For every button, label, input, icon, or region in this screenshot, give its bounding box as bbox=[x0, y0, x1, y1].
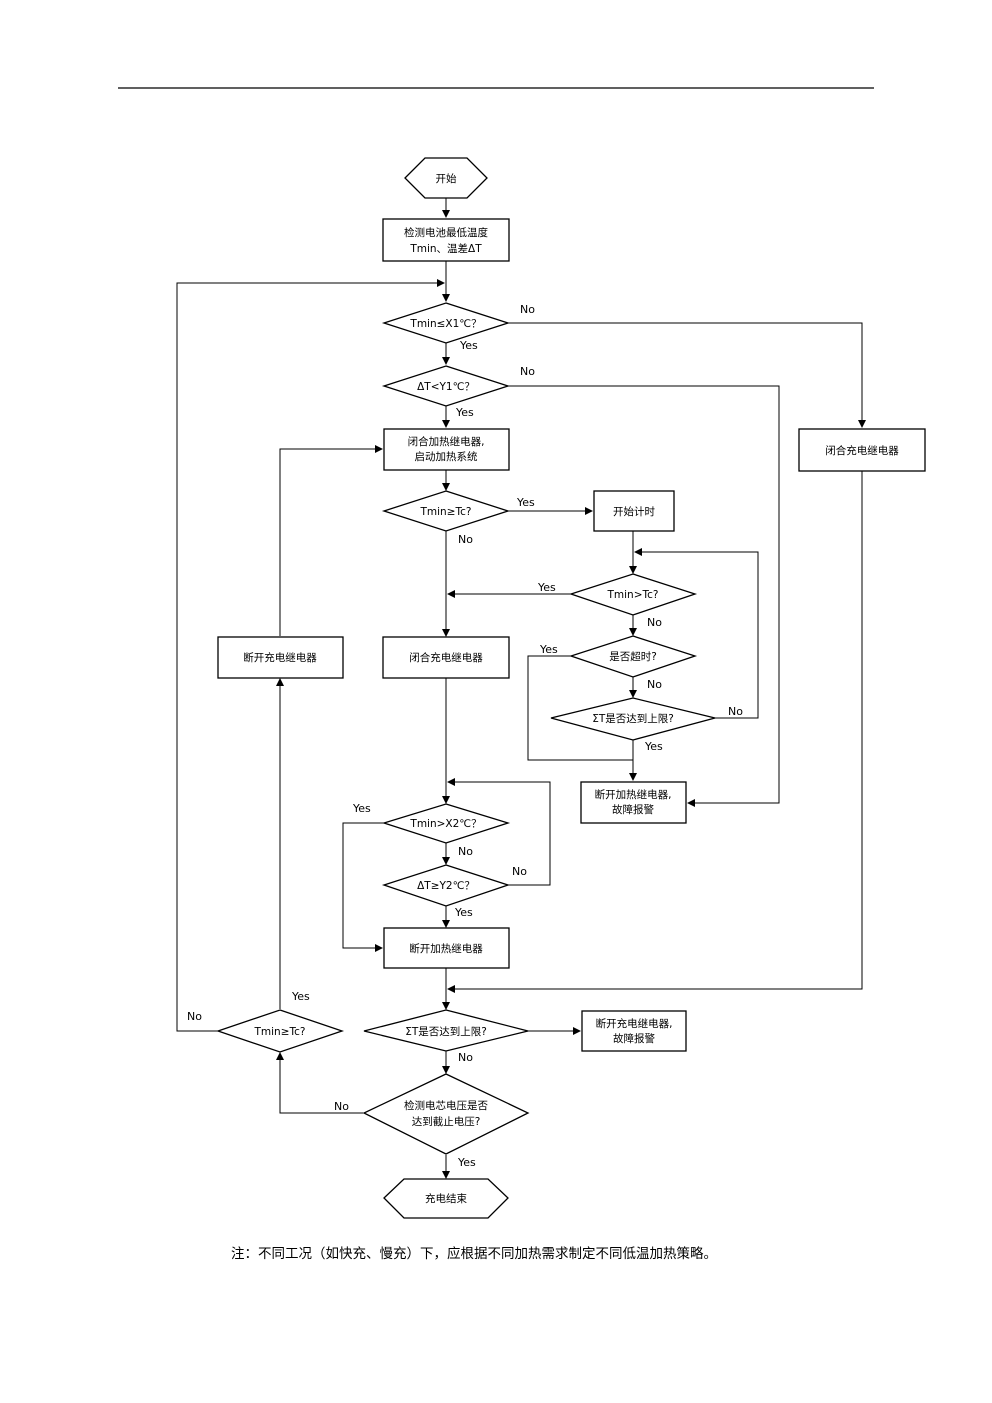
edge-q8-no bbox=[447, 778, 551, 886]
closecharge-mid-text: 闭合充电继电器 bbox=[409, 651, 483, 664]
close-heat-relay-box: 闭合加热继电器, 启动加热系统 bbox=[383, 428, 510, 471]
label-q11-no: No bbox=[334, 1100, 349, 1113]
q9-text: ΣT是否达到上限? bbox=[405, 1026, 487, 1038]
footnote: 注：不同工况（如快充、慢充）下，应根据不同加热需求制定不同低温加热策略。 bbox=[231, 1246, 717, 1262]
q8-text: ΔT≥Y2℃？ bbox=[417, 880, 475, 892]
end-text: 充电结束 bbox=[425, 1192, 467, 1205]
q3-text: Tmin≥Tc? bbox=[420, 506, 472, 518]
closeheat-line1: 闭合加热继电器, bbox=[408, 435, 485, 448]
label-q2-no: No bbox=[520, 365, 535, 378]
label-q2-yes: Yes bbox=[455, 406, 474, 419]
end-terminal: 充电结束 bbox=[383, 1178, 509, 1219]
heatfault-line1: 断开加热继电器, bbox=[595, 788, 672, 801]
q10-text: Tmin≥Tc? bbox=[254, 1026, 306, 1038]
close-charge-relay-right-box: 闭合充电继电器 bbox=[798, 428, 926, 472]
timeout-decision: 是否超时? bbox=[568, 635, 698, 678]
edge-q10-no bbox=[176, 279, 445, 1032]
label-q5-no: No bbox=[647, 678, 662, 691]
edge-q2-no bbox=[508, 385, 780, 807]
sum-t-limit-decision-lower: ΣT是否达到上限? bbox=[363, 1009, 529, 1052]
edge-q7-yes bbox=[342, 822, 384, 952]
q4-text: Tmin>Tc? bbox=[607, 589, 659, 601]
edges bbox=[176, 196, 866, 1179]
start-terminal: 开始 bbox=[404, 157, 488, 199]
label-q8-yes: Yes bbox=[454, 906, 473, 919]
tmin-gt-tc-decision: Tmin>Tc? bbox=[568, 573, 698, 616]
edge-q5-yes bbox=[527, 655, 633, 761]
delta-t-y2-decision: ΔT≥Y2℃？ bbox=[381, 864, 511, 907]
label-q5-yes: Yes bbox=[539, 643, 558, 656]
edge-q6-no bbox=[634, 548, 759, 719]
cutoff-voltage-decision: 检测电芯电压是否 达到截止电压? bbox=[362, 1073, 530, 1155]
close-charge-relay-mid-box: 闭合充电继电器 bbox=[382, 636, 510, 679]
edge-rightcharge-merge bbox=[447, 471, 863, 993]
label-q4-yes: Yes bbox=[537, 581, 556, 594]
label-q6-no: No bbox=[728, 705, 743, 718]
q5-text: 是否超时? bbox=[609, 650, 657, 663]
label-q4-no: No bbox=[647, 616, 662, 629]
label-q3-no: No bbox=[458, 533, 473, 546]
q11-line1: 检测电芯电压是否 bbox=[404, 1099, 488, 1112]
detect-line1: 检测电池最低温度 bbox=[404, 226, 488, 239]
label-q7-yes: Yes bbox=[352, 802, 371, 815]
label-q3-yes: Yes bbox=[516, 496, 535, 509]
label-q1-no: No bbox=[520, 303, 535, 316]
heatfault-line2: 故障报警 bbox=[612, 803, 654, 816]
charge-relay-fault-box: 断开充电继电器, 故障报警 bbox=[581, 1010, 687, 1052]
edge-q1-no bbox=[508, 322, 866, 428]
edge-q11-no bbox=[276, 1052, 363, 1114]
q11-line2: 达到截止电压? bbox=[412, 1115, 481, 1128]
q2-text: ΔT<Y1℃？ bbox=[417, 381, 475, 393]
label-q10-no: No bbox=[187, 1010, 202, 1023]
timer-text: 开始计时 bbox=[613, 505, 655, 518]
delta-t-y1-decision: ΔT<Y1℃？ bbox=[381, 365, 511, 407]
label-q9-no: No bbox=[458, 1051, 473, 1064]
start-timer-box: 开始计时 bbox=[593, 490, 675, 532]
q6-text: ΣT是否达到上限? bbox=[592, 713, 674, 725]
label-q1-yes: Yes bbox=[459, 339, 478, 352]
closecharge-right-text: 闭合充电继电器 bbox=[825, 444, 899, 457]
heat-relay-fault-box: 断开加热继电器, 故障报警 bbox=[580, 781, 687, 824]
tmin-x2-decision: Tmin>X2℃？ bbox=[381, 803, 511, 844]
q7-text: Tmin>X2℃？ bbox=[409, 818, 481, 830]
breakcharge-left-text: 断开充电继电器 bbox=[243, 651, 317, 664]
tmin-x1-decision: Tmin≤X1℃？ bbox=[381, 302, 511, 344]
chargefault-line2: 故障报警 bbox=[613, 1032, 655, 1045]
tmin-tc-decision: Tmin≥Tc? bbox=[381, 490, 511, 532]
sum-t-limit-decision-upper: ΣT是否达到上限? bbox=[550, 697, 716, 741]
closeheat-line2: 启动加热系统 bbox=[415, 450, 478, 463]
break-heat-relay-box: 断开加热继电器 bbox=[383, 927, 510, 969]
edge-labels: No Yes No Yes Yes No Yes No Yes No No Ye… bbox=[187, 303, 743, 1169]
chargefault-line1: 断开充电继电器, bbox=[596, 1017, 673, 1030]
label-q11-yes: Yes bbox=[457, 1156, 476, 1169]
edge-breakcharge-closeheat bbox=[279, 445, 383, 636]
detect-line2: Tmin、温差ΔT bbox=[409, 242, 482, 255]
detect-temp-box: 检测电池最低温度 Tmin、温差ΔT bbox=[382, 218, 510, 262]
start-text: 开始 bbox=[436, 172, 457, 185]
tmin-tc-decision-left: Tmin≥Tc? bbox=[215, 1009, 345, 1053]
breakheat-text: 断开加热继电器 bbox=[409, 942, 483, 955]
q1-text: Tmin≤X1℃？ bbox=[409, 318, 481, 330]
label-q8-no: No bbox=[512, 865, 527, 878]
label-q7-no: No bbox=[458, 845, 473, 858]
break-charge-relay-left-box: 断开充电继电器 bbox=[217, 636, 344, 679]
label-q10-yes: Yes bbox=[291, 990, 310, 1003]
label-q6-yes: Yes bbox=[644, 740, 663, 753]
